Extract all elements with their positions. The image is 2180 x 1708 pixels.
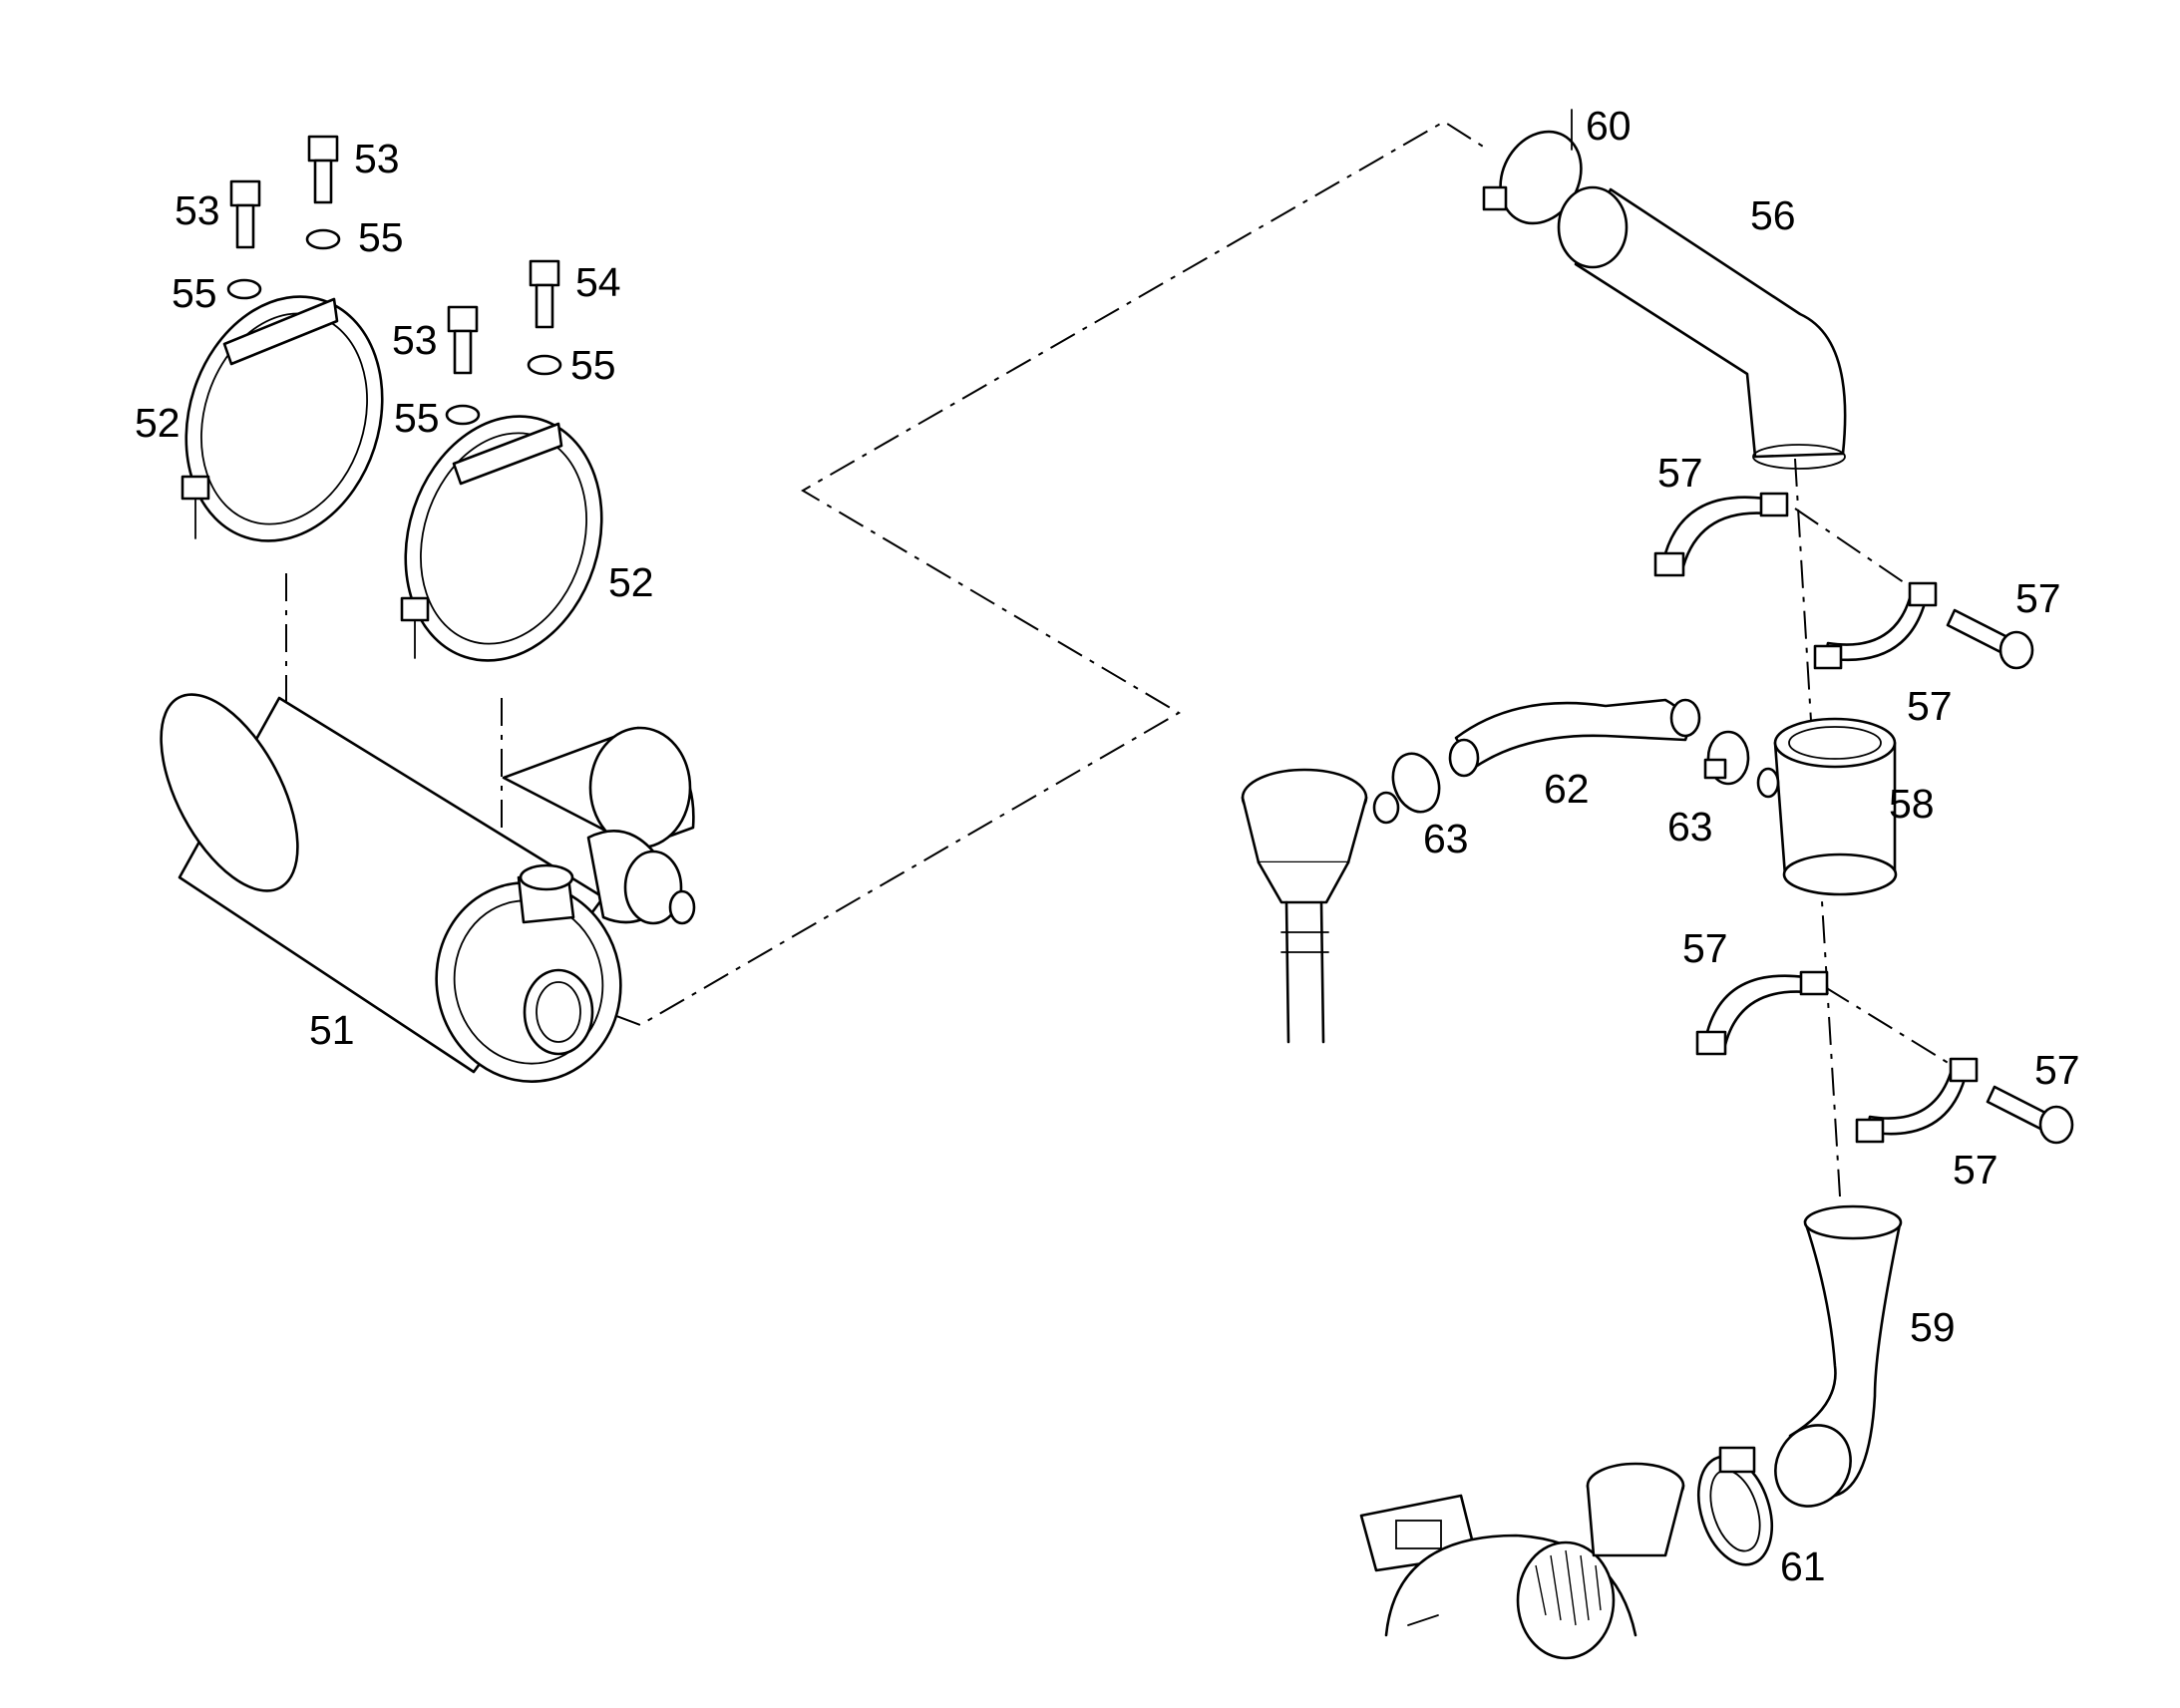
washer-55-a	[305, 228, 341, 250]
lower-hose-59	[1774, 1204, 1903, 1508]
callout-53-upper: 53	[354, 136, 400, 181]
washer-55-b	[226, 278, 262, 300]
callout-63-left: 63	[1423, 816, 1469, 861]
bolt-53-left	[229, 179, 261, 249]
callout-55-a: 55	[358, 214, 404, 260]
hose-clamp-61	[1697, 1446, 1773, 1566]
half-clamps-57-lower	[1695, 970, 1979, 1144]
connector-tube-58	[1756, 717, 1898, 896]
bolt-54	[529, 259, 560, 329]
callout-61: 61	[1780, 1543, 1826, 1589]
callout-54: 54	[575, 259, 621, 305]
bolt-53-center	[447, 305, 479, 375]
callout-56: 56	[1750, 192, 1796, 238]
mounting-band-right	[400, 415, 603, 662]
breather-valve	[1241, 768, 1400, 1044]
turbocharger	[1359, 1462, 1685, 1660]
callout-57-d: 57	[1682, 925, 1728, 971]
hose-clamp-63-right	[1703, 730, 1750, 786]
bolt-53-upper	[307, 135, 339, 204]
callout-52-right: 52	[608, 559, 654, 605]
callout-57-b: 57	[2015, 575, 2061, 621]
callout-60: 60	[1586, 103, 1632, 149]
callout-53-left: 53	[175, 187, 220, 233]
mounting-band-left	[181, 295, 384, 542]
callout-55-c: 55	[570, 342, 616, 388]
callout-52-left: 52	[135, 400, 181, 446]
callout-55-d: 55	[394, 395, 440, 441]
hose-clamp-63-left	[1391, 752, 1441, 814]
elbow-hose-56	[1557, 185, 1847, 470]
bolts-and-washers	[226, 135, 562, 426]
washer-55-c	[527, 354, 562, 376]
callout-58: 58	[1889, 781, 1935, 827]
callout-59: 59	[1910, 1304, 1956, 1350]
screw-57-upper	[1946, 608, 2034, 670]
callout-62: 62	[1544, 766, 1590, 812]
assembly-lines	[285, 120, 1956, 1197]
washer-55-d	[445, 404, 481, 426]
callout-63-right: 63	[1667, 804, 1713, 850]
callout-57-e: 57	[2034, 1047, 2080, 1093]
callout-51: 51	[309, 1007, 355, 1053]
callout-53-center: 53	[392, 317, 438, 363]
half-clamps-57-upper	[1653, 492, 1938, 670]
air-cleaner-housing	[160, 693, 696, 1083]
hose-62	[1448, 698, 1701, 778]
callout-57-c: 57	[1907, 683, 1953, 729]
callout-55-b: 55	[172, 270, 217, 316]
callout-labels: 51 52 52 53 53 53 54 55 55 55 55 56 57 5…	[135, 103, 2080, 1589]
screw-57-lower	[1986, 1085, 2074, 1145]
callout-57-f: 57	[1953, 1147, 1998, 1193]
callout-57-a: 57	[1657, 450, 1703, 496]
